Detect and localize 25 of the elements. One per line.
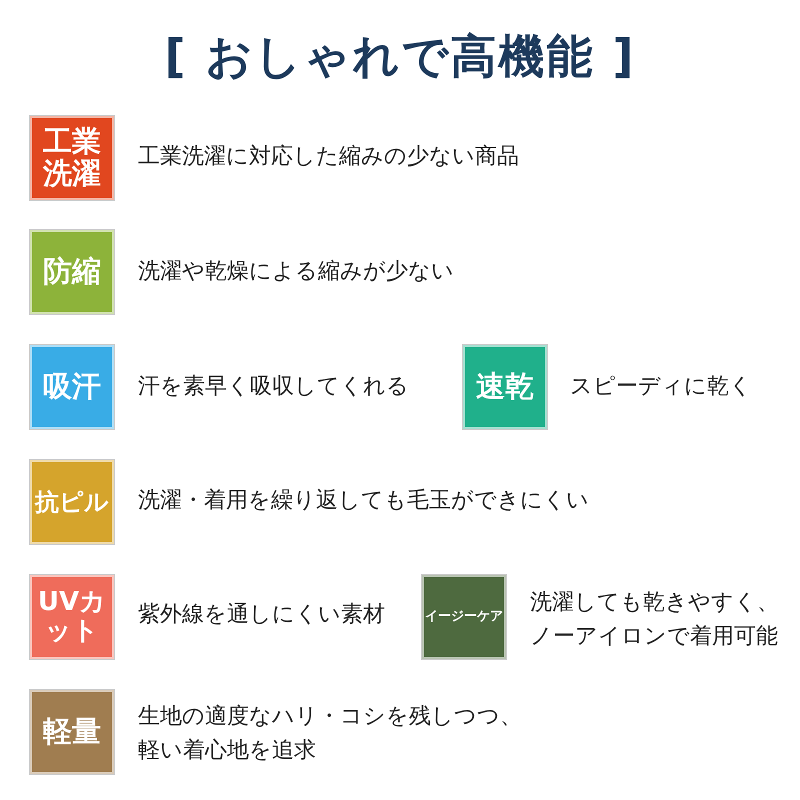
feature-description: 洗濯しても乾きやすく、ノーアイロンで着用可能 [530, 589, 780, 652]
feature-badge [30, 345, 114, 429]
badge-label: 吸汗 [42, 371, 102, 403]
feature-description: 工業洗濯に対応した縮みの少ない商品 [138, 143, 520, 171]
feature-badge [30, 230, 114, 314]
feature-description: 紫外線を通しにくい素材 [138, 601, 386, 629]
feature-badge [422, 575, 506, 659]
feature-description: 生地の適度なハリ・コシを残しつつ、軽い着心地を追求 [138, 703, 523, 766]
title: [ おしゃれで高機能 ] [163, 28, 637, 85]
badge-label: 抗ピル [34, 488, 110, 516]
feature-badge [30, 460, 114, 544]
feature-badge [30, 575, 114, 659]
badge-label: 防縮 [42, 256, 102, 288]
feature-badge [30, 116, 114, 200]
badge-label: 軽量 [42, 716, 102, 748]
feature-description: 洗濯・着用を繰り返しても毛玉ができにくい [138, 487, 590, 515]
feature-description: 洗濯や乾燥による縮みが少ない [138, 258, 455, 286]
badge-label: イージーケア [424, 610, 504, 624]
badge-label: UVカット [36, 588, 108, 646]
feature-badge [30, 690, 114, 774]
badge-label: 速乾 [475, 371, 535, 403]
feature-description: スピーディに乾く [570, 373, 753, 401]
badge-label: 工業洗濯 [42, 126, 102, 190]
feature-description: 汗を素早く吸収してくれる [138, 373, 410, 401]
feature-badge [463, 345, 547, 429]
